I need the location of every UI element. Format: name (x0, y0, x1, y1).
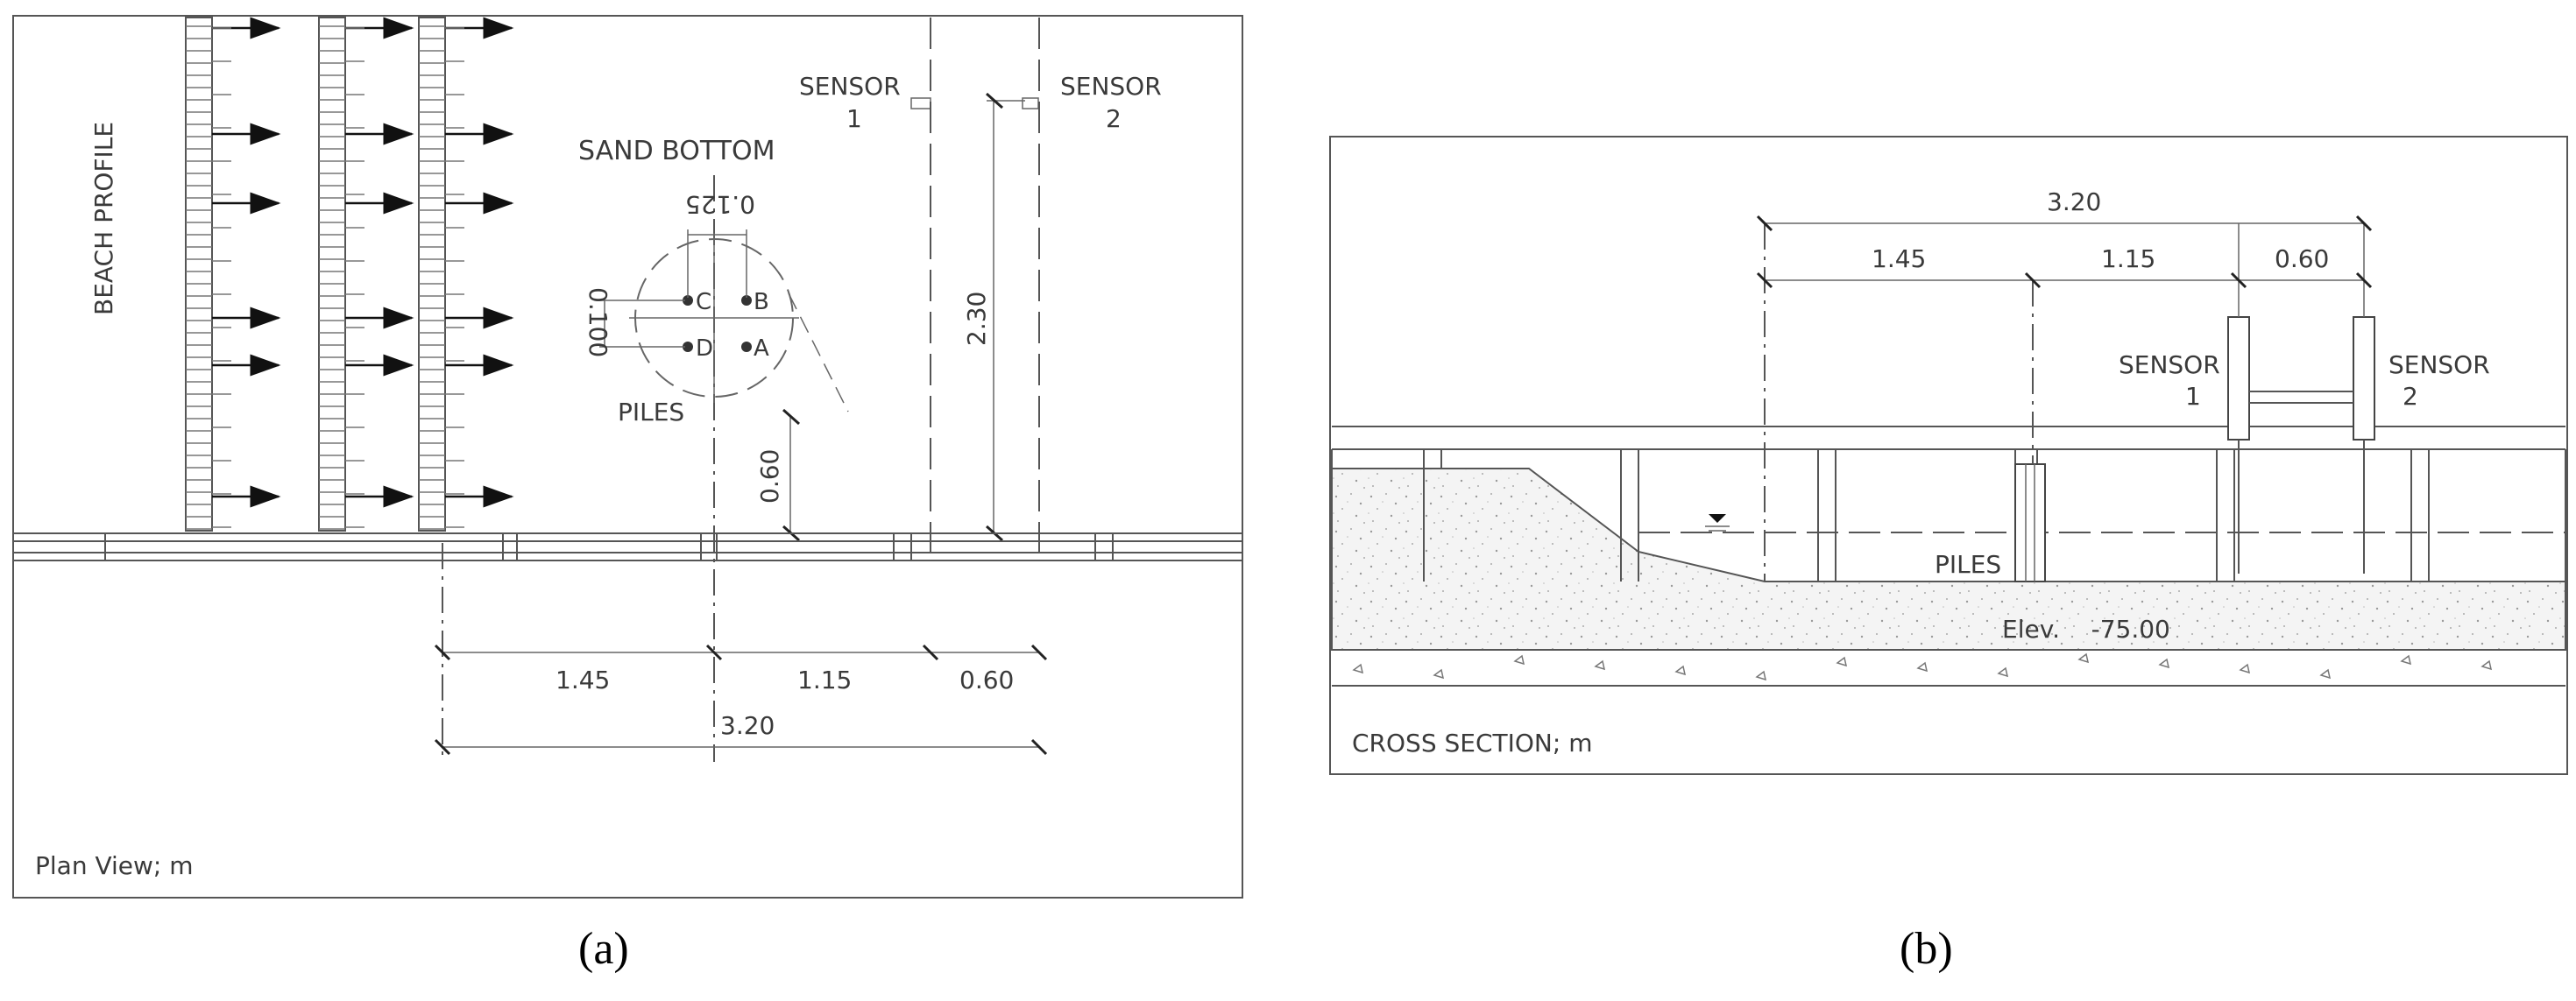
pile-spacing-x: 0.125 (685, 190, 755, 219)
piles-b (2014, 463, 2046, 582)
dim-145: 1.45 (556, 666, 610, 694)
dim-060: 0.60 (959, 666, 1014, 694)
sensor2-number: 2 (1106, 104, 1122, 133)
beach-profile-label: BEACH PROFILE (89, 122, 118, 315)
panel-a-title: Plan View; m (35, 851, 194, 880)
sensor1-b-number: 1 (2185, 382, 2201, 411)
panel-b-title: CROSS SECTION; m (1352, 729, 1592, 758)
sand-bottom-label: SAND BOTTOM (578, 136, 775, 166)
caption-b: (b) (1900, 924, 1953, 974)
piles-b-label: PILES (1935, 550, 2001, 579)
pile-spacing-y: 0.100 (584, 287, 612, 357)
dim-230-vertical: 2.30 (962, 292, 991, 346)
pile-c (683, 295, 693, 306)
pile-a-label: A (754, 335, 769, 362)
dim-b-115: 1.15 (2101, 244, 2155, 273)
sensor2-b (2353, 316, 2375, 441)
dim-115: 1.15 (797, 666, 852, 694)
gravel-layer (1352, 652, 2493, 681)
panel-a-frame (12, 15, 1243, 899)
sensor2-b-number: 2 (2403, 382, 2418, 411)
sensor1-b (2227, 316, 2250, 441)
caption-a: (a) (578, 924, 629, 974)
dim-b-060: 0.60 (2275, 244, 2329, 273)
sensor1-number: 1 (846, 104, 862, 133)
pile-b (741, 295, 752, 306)
pile-d (683, 342, 693, 352)
pile-b-label: B (754, 289, 769, 315)
piles-label: PILES (618, 398, 684, 426)
elevation-label: Elev. -75.00 (2002, 615, 2170, 644)
pile-c-label: C (696, 289, 711, 315)
panel-b-frame (1329, 136, 2568, 775)
panel-a: BEACH PROFILE SAND BOTTOM SENSOR 1 SENSO… (12, 15, 1243, 899)
water-level-symbol (1709, 514, 1726, 523)
pile-d-label: D (696, 335, 713, 362)
pile-cluster: C B D A 0.125 0.100 PILES (584, 190, 849, 426)
dim-320: 3.20 (720, 711, 775, 740)
sensor1-label: SENSOR (799, 72, 901, 101)
sensor2-b-label: SENSOR (2388, 350, 2490, 379)
wave-direction-arrows (212, 17, 514, 508)
beach-structures (185, 17, 446, 532)
dim-b-145: 1.45 (1872, 244, 1926, 273)
sensor1-b-label: SENSOR (2119, 350, 2220, 379)
panel-b: PILES SENSOR 1 SENSOR 2 3.20 1.45 1.15 0… (1329, 136, 2568, 775)
dim-b-320: 3.20 (2047, 187, 2101, 216)
dim-060-vertical: 0.60 (755, 449, 784, 504)
pile-a (741, 342, 752, 352)
sensor2-label: SENSOR (1060, 72, 1162, 101)
